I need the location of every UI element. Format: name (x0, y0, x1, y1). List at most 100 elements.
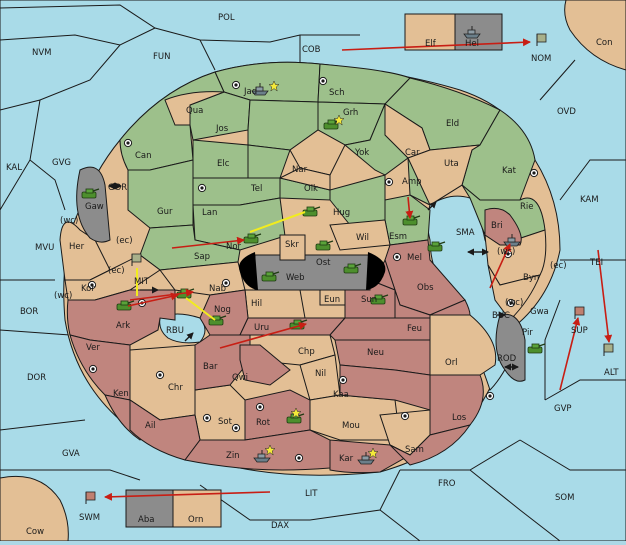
label-grh: Grh (343, 108, 358, 118)
label-sup: SUP (571, 326, 588, 336)
label-coast-ec: (ec) (550, 261, 567, 271)
label-yok: Yok (354, 148, 369, 158)
territory-orl[interactable] (429, 314, 497, 376)
territory-ver[interactable] (69, 334, 131, 401)
lake-east (366, 252, 386, 290)
label-can: Can (135, 151, 152, 161)
label-elc: Elc (217, 159, 230, 169)
label-ark: Ark (116, 321, 130, 331)
label-aba: Aba (138, 515, 154, 525)
label-kar: Kar (339, 454, 354, 464)
neutral-territories (59, 91, 547, 456)
label-lan: Lan (202, 208, 217, 218)
label-gvg: GVG (52, 158, 71, 168)
label-gaw: Gaw (85, 202, 104, 212)
label-coast-wc: (wc) (497, 247, 515, 257)
sea-borders (0, 4, 626, 542)
label-coast-wc: (wc) (505, 298, 523, 308)
label-swm: SWM (79, 513, 100, 523)
label-chr: Chr (168, 383, 183, 393)
label-gor: GOR (108, 183, 127, 193)
territory-sam[interactable] (389, 424, 472, 466)
label-olk: Olk (304, 184, 318, 194)
move-arrows (104, 38, 613, 501)
label-ken: Ken (113, 389, 129, 399)
label-her: Her (69, 242, 85, 252)
support-arrows (136, 211, 306, 321)
label-tei: TEI (589, 258, 603, 268)
label-hel: Hel (465, 39, 479, 49)
territory-gaw[interactable] (76, 166, 111, 243)
label-kat: Kat (502, 166, 517, 176)
label-buc: BUC (492, 311, 510, 321)
territory-skr[interactable] (279, 234, 306, 261)
label-los: Los (452, 413, 467, 423)
label-hil: Hil (251, 299, 262, 309)
label-nor: Nor (226, 242, 242, 252)
label-coast-wc: (wc) (60, 216, 78, 226)
territory-elf[interactable] (404, 13, 456, 51)
territory-rot[interactable] (244, 389, 311, 441)
territory-hug[interactable] (329, 174, 386, 226)
label-fro: FRO (438, 479, 456, 489)
label-rot: Rot (256, 418, 271, 428)
label-zin: Zin (226, 451, 240, 461)
territory-cow[interactable] (0, 475, 69, 542)
territory-ail[interactable] (129, 399, 201, 461)
label-nab: Nab (209, 284, 226, 294)
label-nog: Nog (214, 305, 231, 315)
label-kaa: Kaa (333, 390, 349, 400)
adjacency-arrows (108, 182, 519, 371)
territory-qwi[interactable] (239, 344, 291, 386)
territory-olk-north[interactable] (278, 167, 331, 191)
label-skr: Skr (285, 240, 299, 250)
territory-qua[interactable] (164, 91, 225, 126)
label-orn: Orn (188, 515, 203, 525)
label-esm: Esm (389, 232, 407, 242)
territory-con[interactable] (564, 0, 626, 71)
label-bri: Bri (491, 221, 503, 231)
label-pol: POL (218, 13, 235, 23)
label-jos: Jos (215, 124, 229, 134)
label-sun: Sun (361, 295, 377, 305)
label-gwa: Gwa (530, 307, 549, 317)
label-elf: Elf (425, 39, 437, 49)
territory-orn[interactable] (172, 489, 222, 528)
territory-labels: POL NVM FUN COB Con NOM OVD KAL GVG KAM … (6, 13, 619, 537)
label-nvm: NVM (32, 48, 52, 58)
green-power-territories (119, 61, 546, 271)
label-jad: Jad (243, 87, 257, 97)
label-chp: Chp (298, 347, 315, 357)
territory-nar[interactable] (289, 129, 346, 176)
label-hug: Hug (333, 208, 350, 218)
label-neu: Neu (367, 348, 384, 358)
label-orl: Orl (445, 358, 458, 368)
label-dor: DOR (27, 373, 46, 383)
label-bor: BOR (20, 307, 38, 317)
label-gva: GVA (62, 449, 80, 459)
label-kam: KAM (580, 195, 599, 205)
label-cow: Cow (26, 527, 44, 537)
label-eld: Eld (446, 119, 459, 129)
territory-uta[interactable] (407, 144, 481, 206)
label-sch: Sch (329, 88, 344, 98)
label-sma: SMA (456, 228, 475, 238)
label-sot: Sot (218, 417, 233, 427)
label-feu: Feu (407, 324, 422, 334)
label-rod: ROD (497, 354, 517, 364)
label-coast-ec: (ec) (108, 266, 125, 276)
label-coast-wc: (wc) (54, 291, 72, 301)
territory-gur[interactable] (127, 159, 194, 229)
label-gur: Gur (157, 207, 173, 217)
label-mel: Mel (407, 253, 422, 263)
territory-obs-edge[interactable] (399, 299, 471, 316)
label-mvu: MVU (35, 243, 54, 253)
label-sap: Sap (194, 252, 210, 262)
rose-power-territories (66, 207, 522, 474)
label-qua: Qua (186, 106, 203, 116)
label-con: Con (596, 38, 613, 48)
label-mit: MIT (134, 277, 150, 287)
label-nar: Nar (292, 165, 308, 175)
label-cob: COB (302, 45, 321, 55)
